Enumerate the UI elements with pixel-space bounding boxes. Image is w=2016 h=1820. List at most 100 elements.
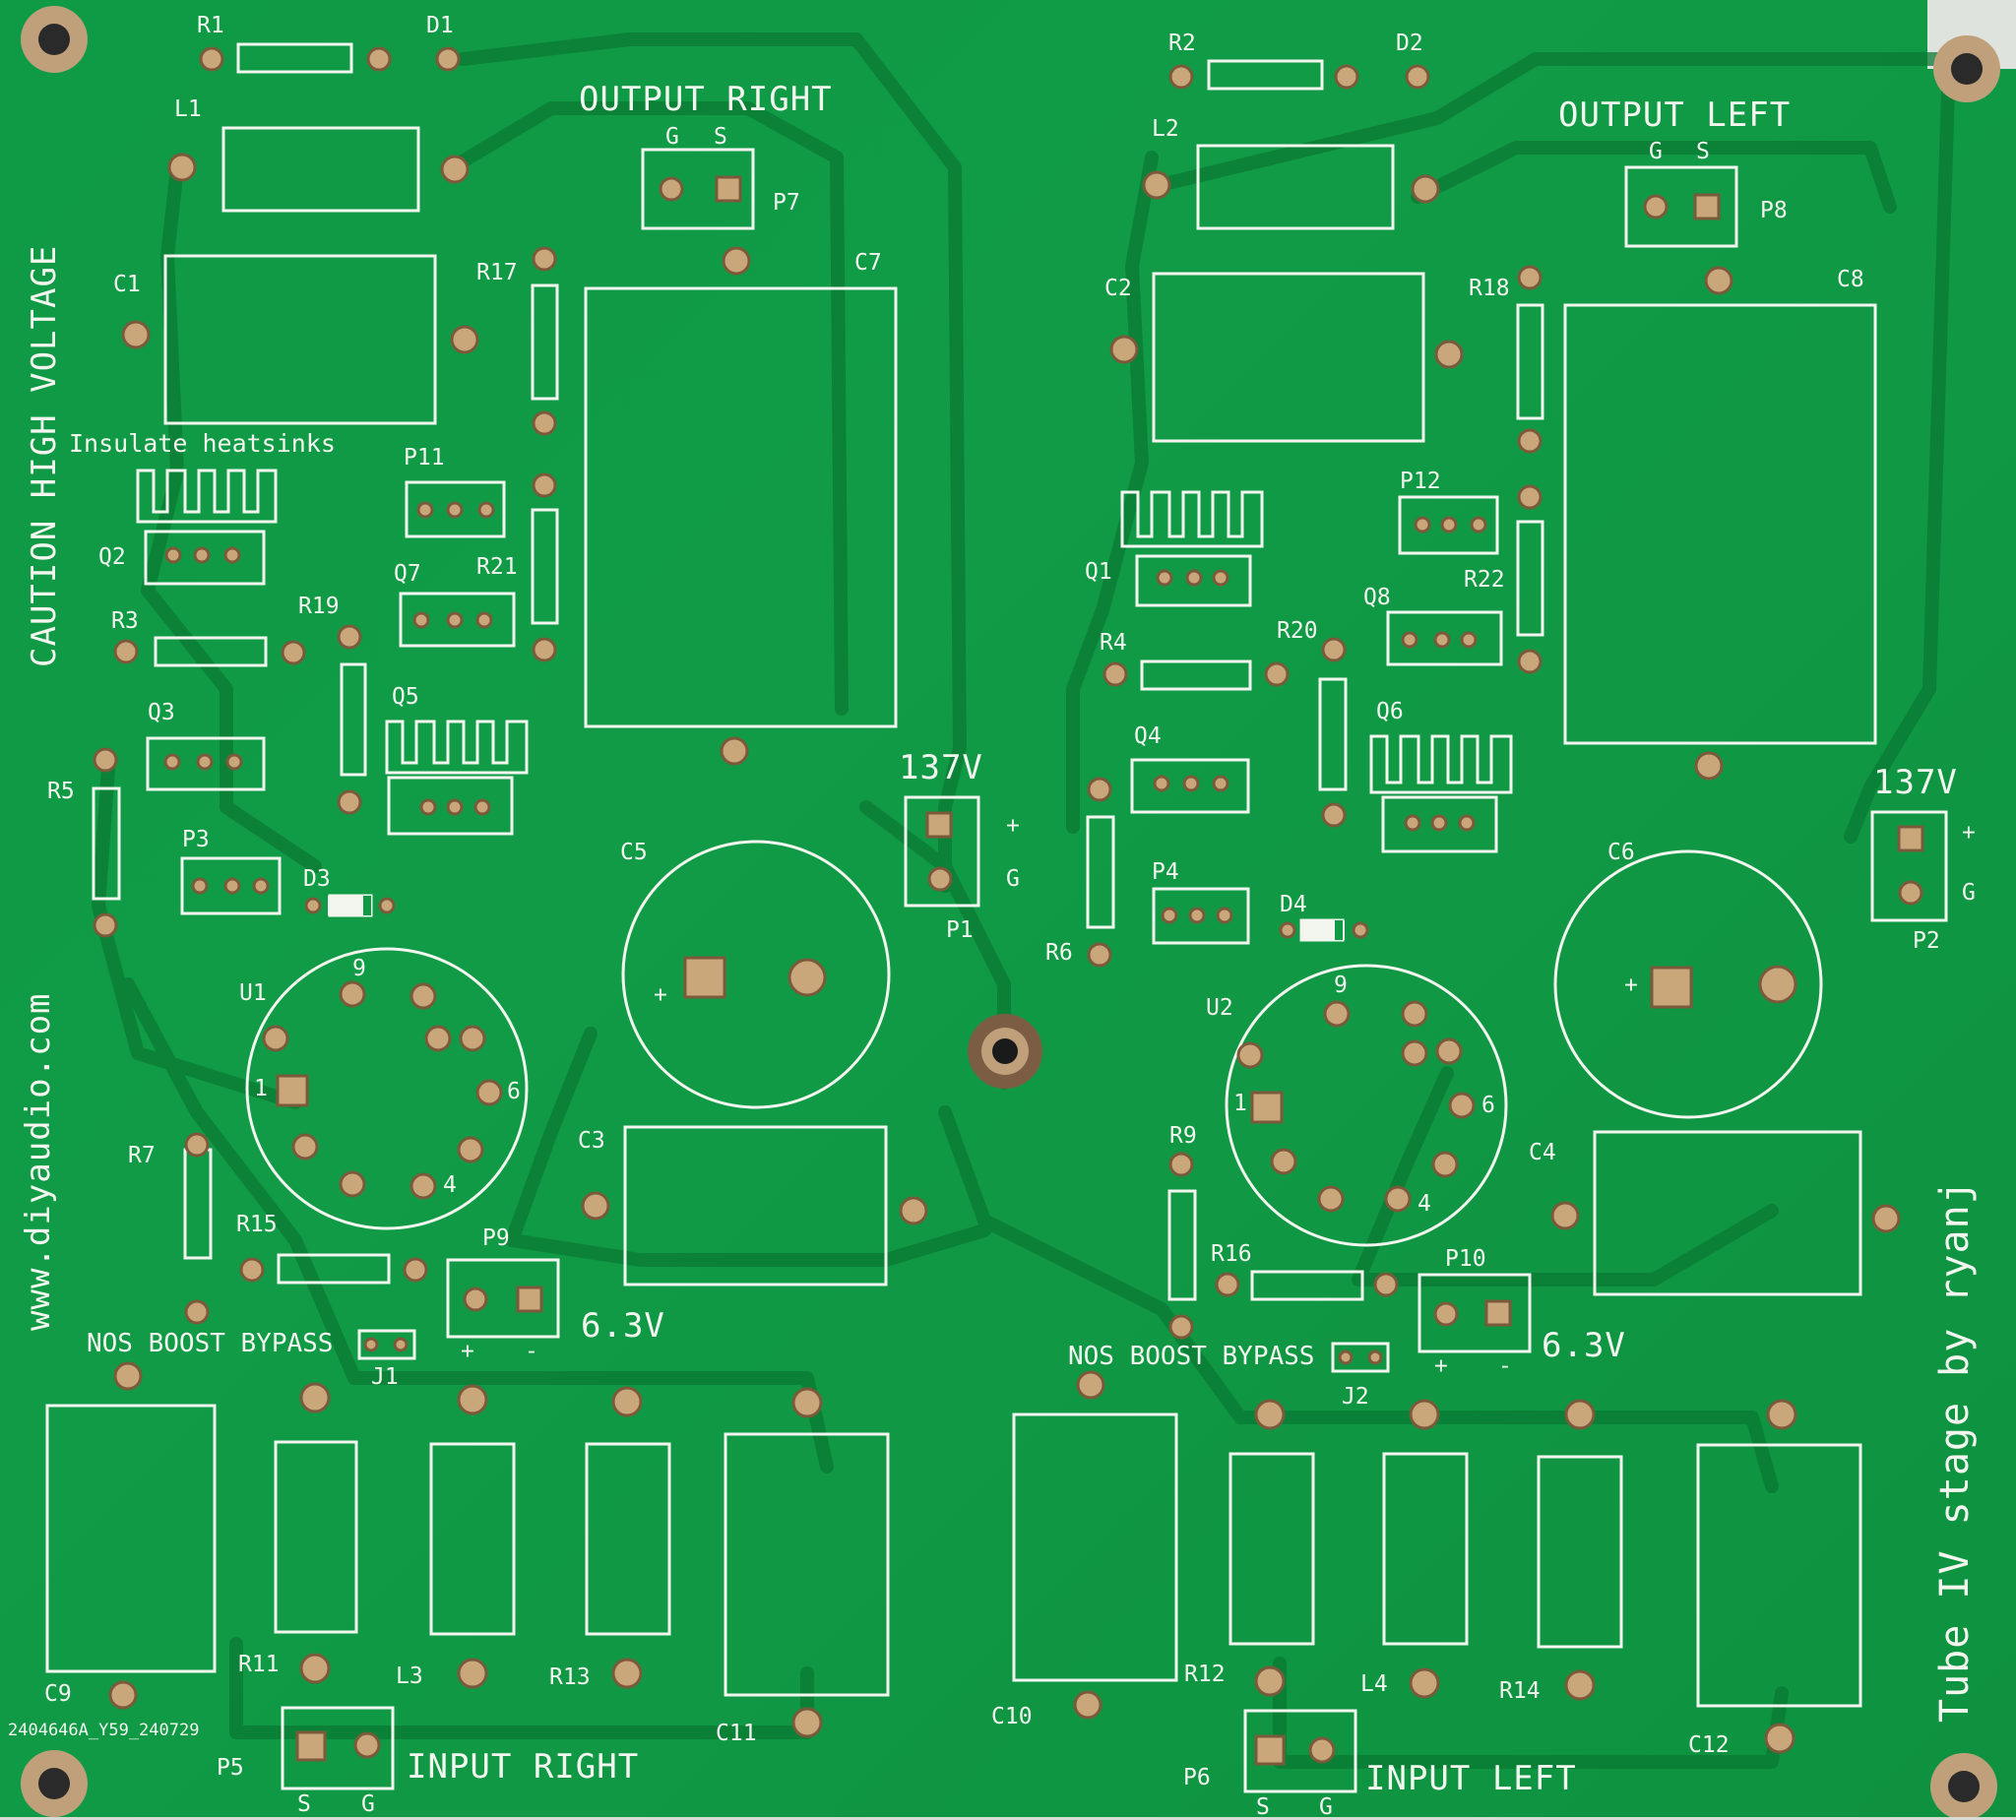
ref-q4: Q4 bbox=[1134, 723, 1162, 749]
ref-c11: C11 bbox=[716, 1721, 757, 1746]
heater-right-label: 6.3V bbox=[581, 1306, 665, 1346]
ref-q3: Q3 bbox=[148, 700, 175, 725]
u2-pin6: 6 bbox=[1481, 1093, 1495, 1118]
nos-right-label: NOS BOOST BYPASS bbox=[87, 1329, 334, 1358]
pin-plus-p2: + bbox=[1962, 820, 1976, 846]
ref-r14: R14 bbox=[1499, 1678, 1541, 1704]
ref-u2: U2 bbox=[1206, 995, 1233, 1021]
heater-left-label: 6.3V bbox=[1542, 1326, 1626, 1365]
insulate-note: Insulate heatsinks bbox=[69, 429, 336, 458]
ref-p1: P1 bbox=[946, 917, 974, 943]
ref-q6: Q6 bbox=[1376, 699, 1404, 724]
ref-l1: L1 bbox=[174, 96, 202, 122]
ref-l3: L3 bbox=[396, 1663, 423, 1689]
title-text: Tube IV stage by ryanj bbox=[1932, 1179, 1978, 1723]
ref-q7: Q7 bbox=[394, 561, 421, 587]
batch-code: 2404646A_Y59_240729 bbox=[8, 1721, 200, 1740]
pin-g-p1: G bbox=[1006, 866, 1020, 892]
ref-p8: P8 bbox=[1760, 198, 1788, 223]
diode-bodies bbox=[328, 896, 1345, 940]
pin-s-p8: S bbox=[1696, 139, 1710, 164]
ref-p9: P9 bbox=[482, 1225, 510, 1251]
ref-c5: C5 bbox=[620, 840, 648, 865]
mounting-holes bbox=[21, 6, 2000, 1817]
copper-pads bbox=[93, 46, 1924, 1766]
pin-plus-p1: + bbox=[1006, 813, 1020, 839]
hv-left-label: 137V bbox=[1873, 763, 1958, 802]
input-right-label: INPUT RIGHT bbox=[407, 1747, 640, 1787]
cap-plus-c5: + bbox=[654, 982, 667, 1008]
ref-r1: R1 bbox=[197, 13, 224, 38]
pin-plus-p9: + bbox=[461, 1339, 474, 1364]
silkscreen-outlines bbox=[45, 42, 1948, 1793]
ref-c6: C6 bbox=[1607, 840, 1635, 865]
mounting-hole-top-right bbox=[1933, 35, 2000, 102]
ref-r13: R13 bbox=[549, 1664, 591, 1690]
u2-pin9: 9 bbox=[1334, 973, 1348, 998]
ref-p12: P12 bbox=[1400, 469, 1441, 494]
ref-r12: R12 bbox=[1184, 1662, 1226, 1687]
ref-c7: C7 bbox=[854, 250, 882, 276]
ref-p5: P5 bbox=[217, 1755, 244, 1781]
u1-pin6: 6 bbox=[507, 1079, 521, 1104]
pin-minus-p9: - bbox=[525, 1339, 538, 1364]
ref-l4: L4 bbox=[1360, 1671, 1388, 1697]
pin-minus-p10: - bbox=[1498, 1353, 1512, 1379]
pin-s-p6: S bbox=[1256, 1794, 1270, 1820]
ref-r17: R17 bbox=[476, 260, 518, 285]
ref-j1: J1 bbox=[371, 1364, 399, 1390]
mounting-hole-top-left bbox=[21, 6, 88, 73]
ref-r5: R5 bbox=[47, 779, 75, 804]
ref-d4: D4 bbox=[1280, 892, 1307, 917]
cap-plus-c6: + bbox=[1624, 973, 1638, 998]
ref-p6: P6 bbox=[1183, 1765, 1211, 1790]
pin-g-p2: G bbox=[1962, 880, 1976, 906]
ref-c8: C8 bbox=[1837, 267, 1864, 292]
mounting-hole-bottom-left bbox=[21, 1750, 88, 1817]
ref-c3: C3 bbox=[578, 1128, 605, 1154]
ref-p3: P3 bbox=[182, 827, 210, 852]
ref-r20: R20 bbox=[1277, 618, 1318, 644]
ref-r15: R15 bbox=[236, 1212, 278, 1237]
ref-r2: R2 bbox=[1168, 31, 1196, 56]
ref-r19: R19 bbox=[298, 594, 340, 619]
ref-r3: R3 bbox=[111, 608, 139, 634]
u2-pin4: 4 bbox=[1418, 1191, 1431, 1217]
ref-d2: D2 bbox=[1396, 31, 1423, 56]
mounting-hole-bottom-right bbox=[1930, 1753, 1997, 1817]
ref-j2: J2 bbox=[1342, 1384, 1369, 1410]
ref-r9: R9 bbox=[1169, 1123, 1197, 1149]
ref-r6: R6 bbox=[1045, 940, 1073, 966]
ref-r4: R4 bbox=[1100, 630, 1127, 656]
ref-q5: Q5 bbox=[392, 684, 419, 710]
ref-c9: C9 bbox=[44, 1681, 72, 1707]
ref-u1: U1 bbox=[239, 980, 267, 1006]
ref-r22: R22 bbox=[1464, 567, 1505, 593]
ref-r18: R18 bbox=[1469, 276, 1510, 301]
mounting-hole-center bbox=[968, 1014, 1042, 1089]
output-right-label: OUTPUT RIGHT bbox=[579, 80, 833, 119]
ref-p2: P2 bbox=[1913, 928, 1940, 954]
ref-q2: Q2 bbox=[98, 544, 126, 570]
u2-pin1: 1 bbox=[1233, 1091, 1247, 1116]
ref-r16: R16 bbox=[1211, 1241, 1252, 1267]
ref-p10: P10 bbox=[1445, 1246, 1486, 1272]
copper-traces bbox=[92, 32, 1956, 1769]
ref-c10: C10 bbox=[991, 1704, 1033, 1729]
pin-g-p8: G bbox=[1649, 139, 1663, 164]
ref-r7: R7 bbox=[128, 1143, 156, 1168]
u1-pin9: 9 bbox=[352, 956, 366, 981]
ref-q1: Q1 bbox=[1085, 559, 1112, 585]
ref-p7: P7 bbox=[773, 190, 800, 216]
caution-text: CAUTION HIGH VOLTAGE bbox=[25, 244, 64, 667]
ref-c1: C1 bbox=[113, 272, 141, 297]
ref-p4: P4 bbox=[1152, 859, 1179, 885]
ref-c2: C2 bbox=[1104, 276, 1132, 301]
pin-g-p6: G bbox=[1319, 1794, 1333, 1820]
pin-g-p7: G bbox=[665, 124, 679, 150]
website-text: www.diyaudio.com bbox=[19, 992, 58, 1331]
pin-s-p7: S bbox=[714, 124, 727, 150]
ref-c4: C4 bbox=[1529, 1140, 1556, 1165]
ref-q8: Q8 bbox=[1363, 585, 1391, 610]
